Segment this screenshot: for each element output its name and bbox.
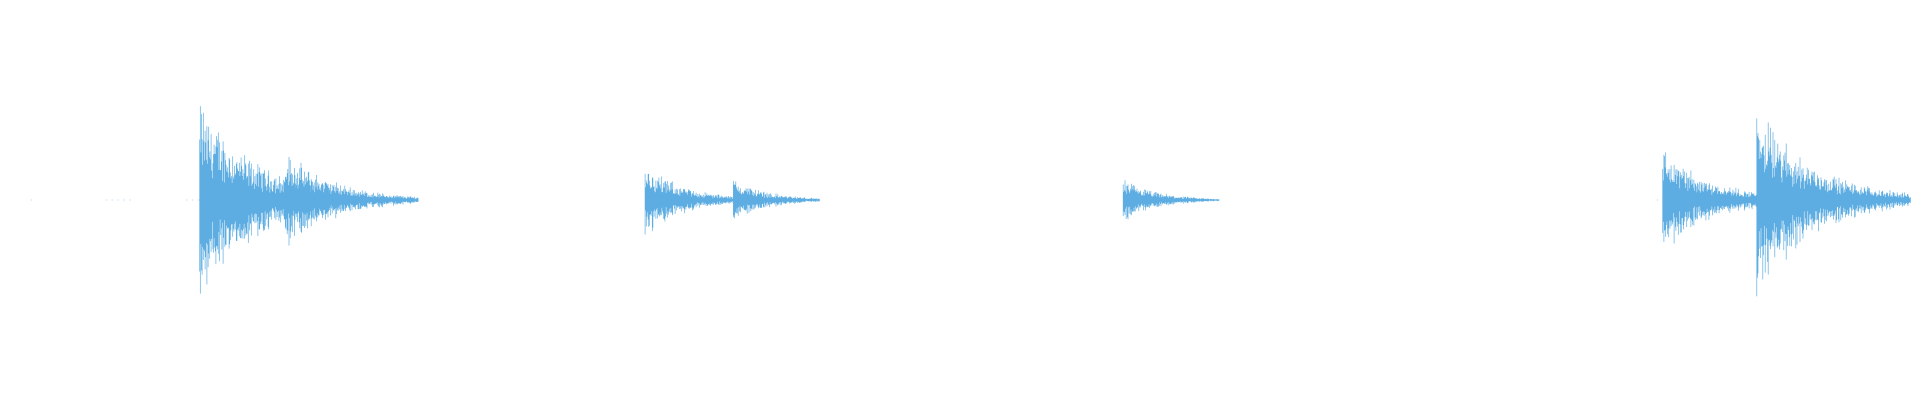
waveform-burst (1756, 118, 1911, 297)
waveform-bursts (199, 106, 1911, 297)
waveform-burst (283, 157, 419, 246)
waveform-burst (644, 173, 741, 235)
